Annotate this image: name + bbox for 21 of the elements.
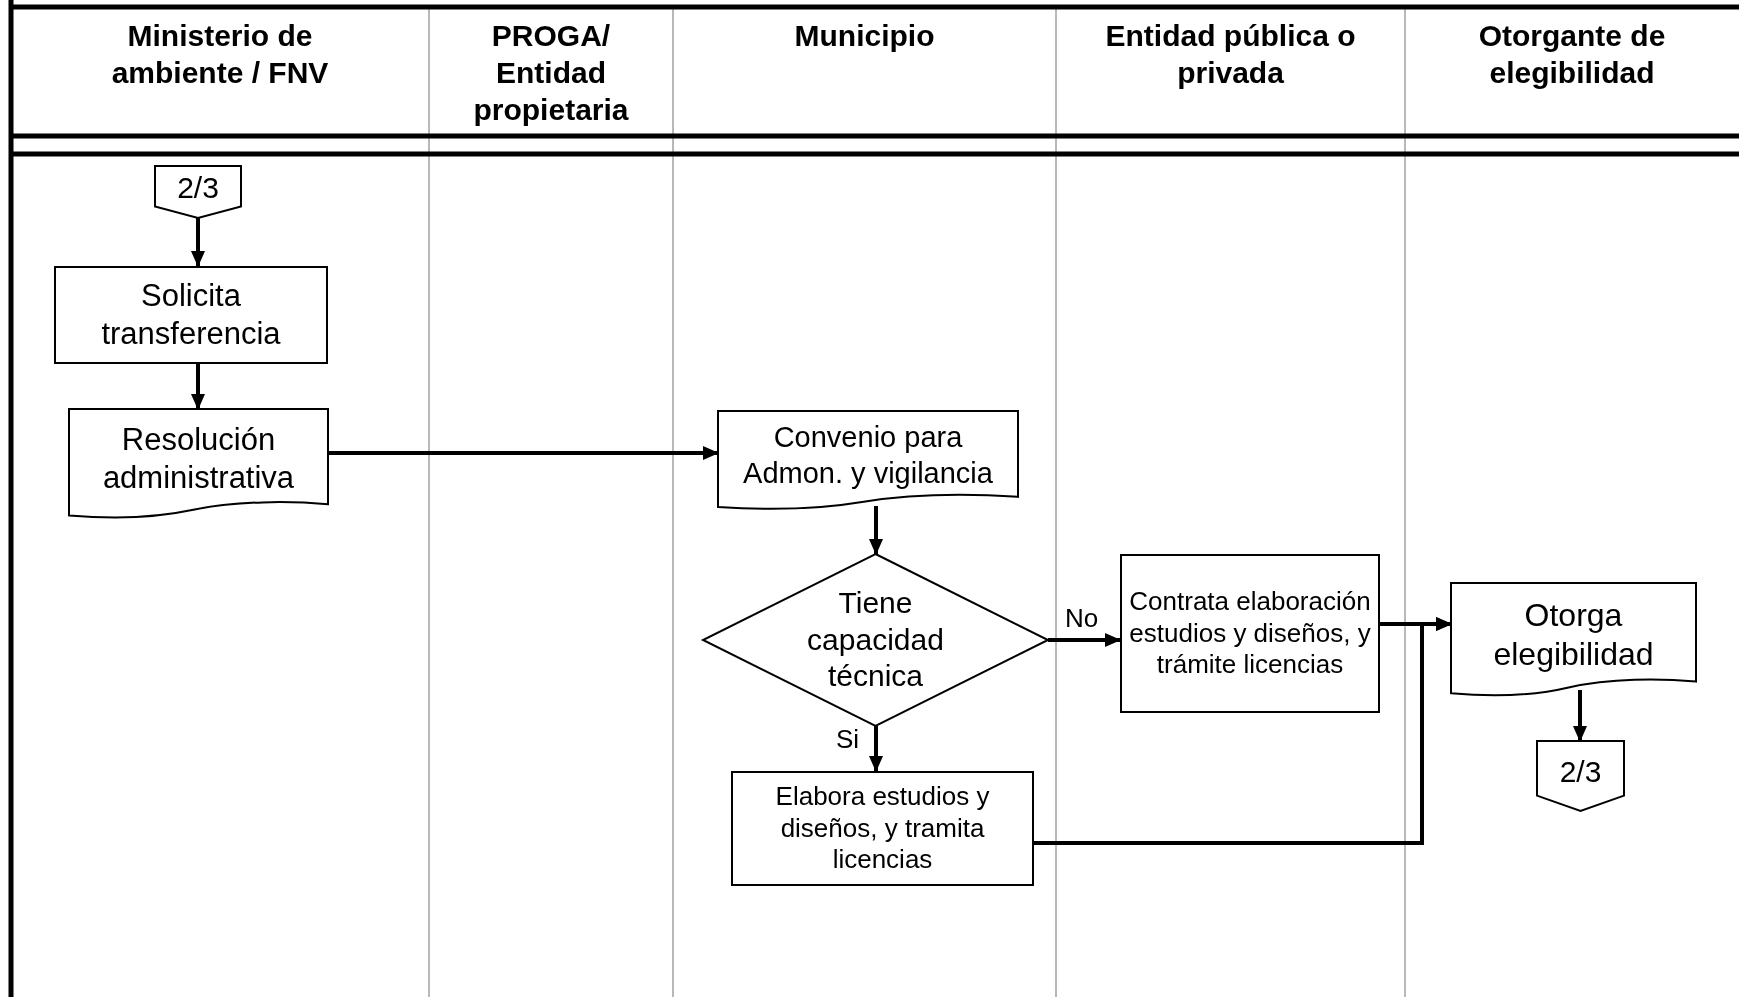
arrow	[869, 726, 883, 772]
arrow	[1573, 690, 1587, 742]
arrow	[869, 506, 883, 555]
lane-header: Entidad pública o privada	[1104, 18, 1357, 91]
off-page-connector: 2/3	[1537, 741, 1624, 811]
document-shape: Resolución administrativa	[69, 409, 328, 521]
process-box: Contrata elaboración estudios y diseños, y trámite licencias	[1120, 554, 1380, 713]
lane-header: Ministerio de ambiente / FNV	[110, 18, 330, 91]
document-shape: Convenio para Admon. y vigilancia	[718, 411, 1018, 512]
process-box: Solicita transferencia	[54, 266, 328, 364]
arrow	[1048, 633, 1121, 647]
decision-diamond: Tiene capacidad técnica	[703, 554, 1048, 726]
arrow	[191, 218, 205, 267]
lane-header: PROGA/ Entidad propietaria	[472, 18, 630, 128]
off-page-connector: 2/3	[155, 166, 241, 218]
document-shape: Otorga elegibilidad	[1451, 583, 1696, 699]
lane-header: Otorgante de elegibilidad	[1477, 18, 1667, 91]
lane-header: Municipio	[793, 18, 936, 54]
arrow	[191, 364, 205, 410]
arrow	[328, 446, 719, 460]
process-box: Elabora estudios y diseños, y tramita licencias	[731, 771, 1034, 886]
